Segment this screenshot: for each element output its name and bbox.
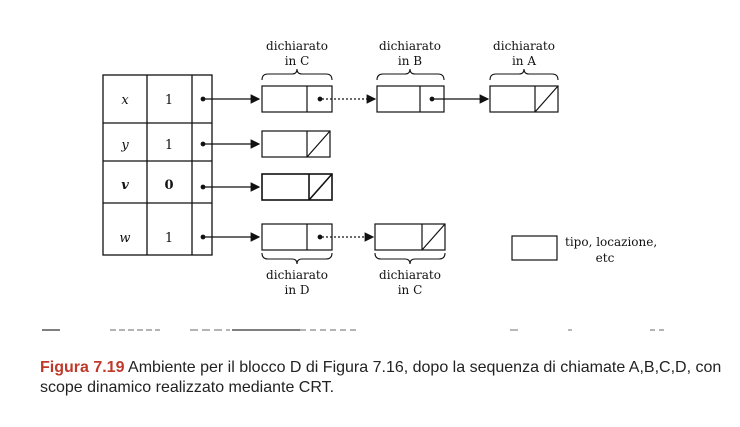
table-count-4: 1 xyxy=(165,231,173,246)
label-top-1-line1: dichiarato xyxy=(266,39,328,53)
figure-caption: Figura 7.19 Ambiente per il blocco D di … xyxy=(40,358,740,398)
legend: tipo, locazione, etc xyxy=(511,235,657,265)
chain-x xyxy=(261,85,559,113)
table-count-3: 0 xyxy=(164,178,173,193)
node-y xyxy=(261,130,331,158)
table-name-4: w xyxy=(119,231,130,246)
label-top-3-line1: dichiarato xyxy=(493,39,555,53)
chain-v xyxy=(261,173,333,201)
node-v xyxy=(261,173,333,201)
legend-box xyxy=(511,235,558,261)
table-count-1: 1 xyxy=(165,93,173,108)
legend-text-line1: tipo, locazione, xyxy=(565,235,657,249)
label-top-1-line2: in C xyxy=(285,54,310,68)
table-name-3: v xyxy=(121,178,129,193)
label-top-2-line2: in B xyxy=(398,54,422,68)
crt-table xyxy=(102,74,213,256)
chain-y xyxy=(261,130,331,158)
chain-w xyxy=(261,223,446,251)
label-bottom-1-line1: dichiarato xyxy=(266,268,328,282)
table-name-2: y xyxy=(120,138,129,153)
node-x-a xyxy=(489,85,559,113)
table-pointers xyxy=(200,94,261,242)
top-braces xyxy=(261,68,559,81)
label-bottom-1-line2: in D xyxy=(284,283,309,297)
legend-text-line2: etc xyxy=(596,251,615,265)
label-top-3-line2: in A xyxy=(512,54,536,68)
caption-figure-label: Figura 7.19 xyxy=(40,359,125,376)
node-w-c xyxy=(374,223,446,251)
table-count-2: 1 xyxy=(165,138,173,153)
table-name-1: x xyxy=(121,93,129,108)
bottom-braces xyxy=(261,252,446,265)
caption-text: Ambiente per il blocco D di Figura 7.16,… xyxy=(40,359,722,396)
label-bottom-2-line1: dichiarato xyxy=(379,268,441,282)
label-bottom-2-line2: in C xyxy=(398,283,423,297)
label-top-2-line1: dichiarato xyxy=(379,39,441,53)
